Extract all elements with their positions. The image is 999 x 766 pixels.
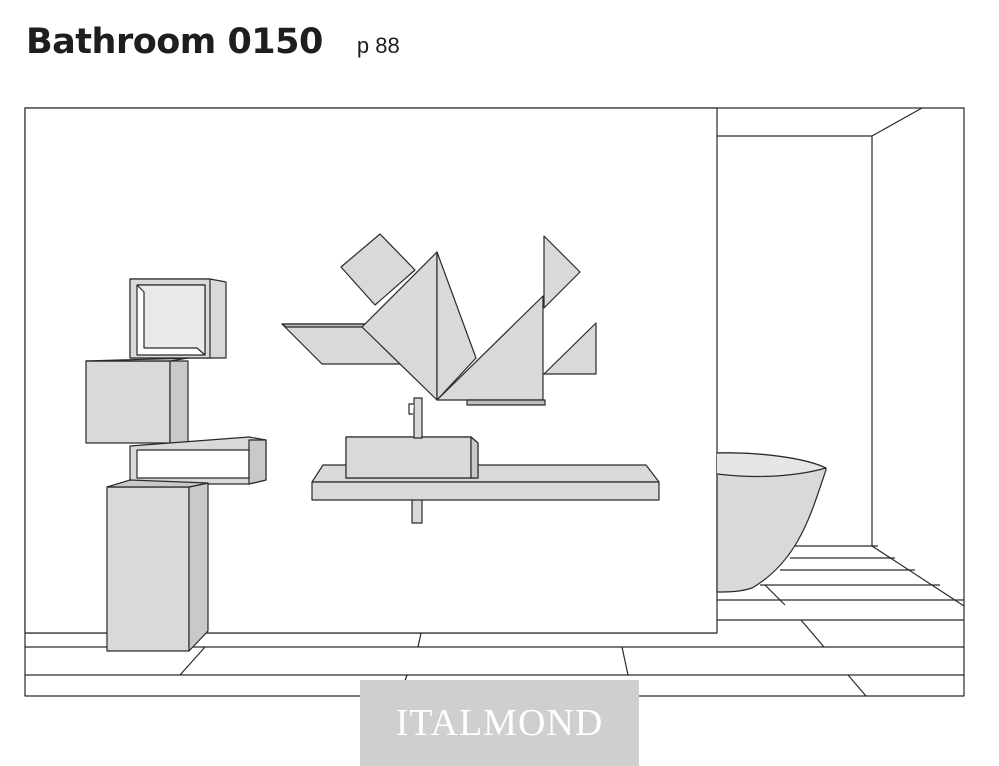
right-room	[717, 107, 923, 546]
watermark-logo: ITALMOND	[360, 680, 639, 766]
tangram-mirror	[281, 233, 597, 406]
watermark-text: ITALMOND	[395, 702, 604, 744]
shelving-unit	[85, 278, 267, 652]
page-title: Bathroom 0150	[26, 22, 323, 62]
page-reference: p 88	[356, 33, 400, 58]
bathtub	[716, 452, 827, 593]
header: Bathroom 0150 p 88	[26, 22, 400, 62]
vanity	[311, 397, 660, 524]
